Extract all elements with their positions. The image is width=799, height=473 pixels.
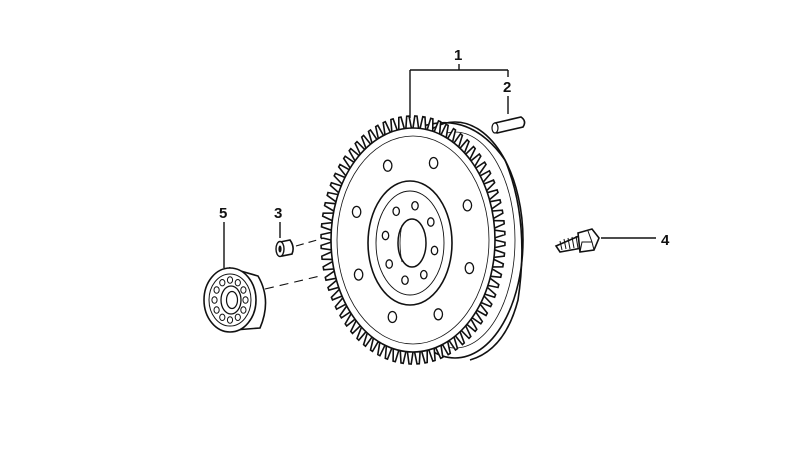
bushing-hole [278,245,282,253]
callout-3: 3 [274,205,325,247]
flywheel-face-inner-edge [336,135,490,345]
callout-1: 1 [409,47,508,118]
bolt-head [577,228,600,253]
bearing-ball [219,313,226,321]
bearing-ball [234,313,241,321]
bearing-ball [211,296,218,304]
flywheel-bolt-holes [351,156,475,324]
bearing-outer-race [208,273,252,327]
inner-bolt-hole [385,259,394,269]
dowel-pin [491,116,526,134]
inner-bolt-hole [401,275,409,286]
bearing-ball [213,286,220,294]
assembly-line-bearing [264,275,321,290]
outer-bolt-hole [462,199,473,212]
flywheel-hub-ring [375,190,445,296]
bearing-ball [226,276,234,284]
callout-label-1: 1 [454,47,462,64]
inner-bolt-hole [419,269,428,280]
outer-bolt-hole [428,156,439,170]
callout-label-4: 4 [661,232,670,249]
bearing-ball [219,279,226,287]
bearing-balls [211,276,249,324]
callout-label-2: 2 [503,79,511,96]
outer-bolt-hole [382,159,393,172]
center-bore-shadow [399,224,403,263]
inner-bolt-hole [381,230,390,241]
callout-4: 4 [601,232,670,249]
bearing-ball [226,316,234,324]
inner-bolt-hole [392,206,401,217]
ball-bearing [203,266,267,333]
bearing-ball [242,296,249,304]
callout-5: 5 [219,205,321,290]
callout-2: 2 [503,70,511,114]
bearing-ball [234,279,241,287]
callout-label-3: 3 [274,205,282,222]
assembly-line-bushing [295,237,325,247]
bolt-head-facets [579,230,595,253]
outer-bolt-hole [351,205,362,219]
callout-label-5: 5 [219,205,227,222]
inner-bolt-hole [411,200,419,211]
inner-bolt-hole [426,217,435,227]
flywheel [320,115,524,365]
outer-bolt-hole [433,308,444,321]
callout-leader-1 [409,64,508,118]
bearing-ball [240,306,247,314]
bearing-ball [240,286,247,294]
outer-bolt-hole [387,310,398,324]
outer-bolt-hole [353,268,364,281]
flywheel-rear-rim [419,121,523,361]
bolt-thread [559,235,579,251]
flywheel-center-bore [397,218,427,268]
bearing-bore [225,290,239,310]
dowel-pin-end [491,122,499,134]
bushing [275,239,294,258]
outer-bolt-hole [464,261,475,275]
bearing-ball [213,306,220,314]
inner-bolt-hole [430,245,439,256]
bolt [554,228,600,253]
